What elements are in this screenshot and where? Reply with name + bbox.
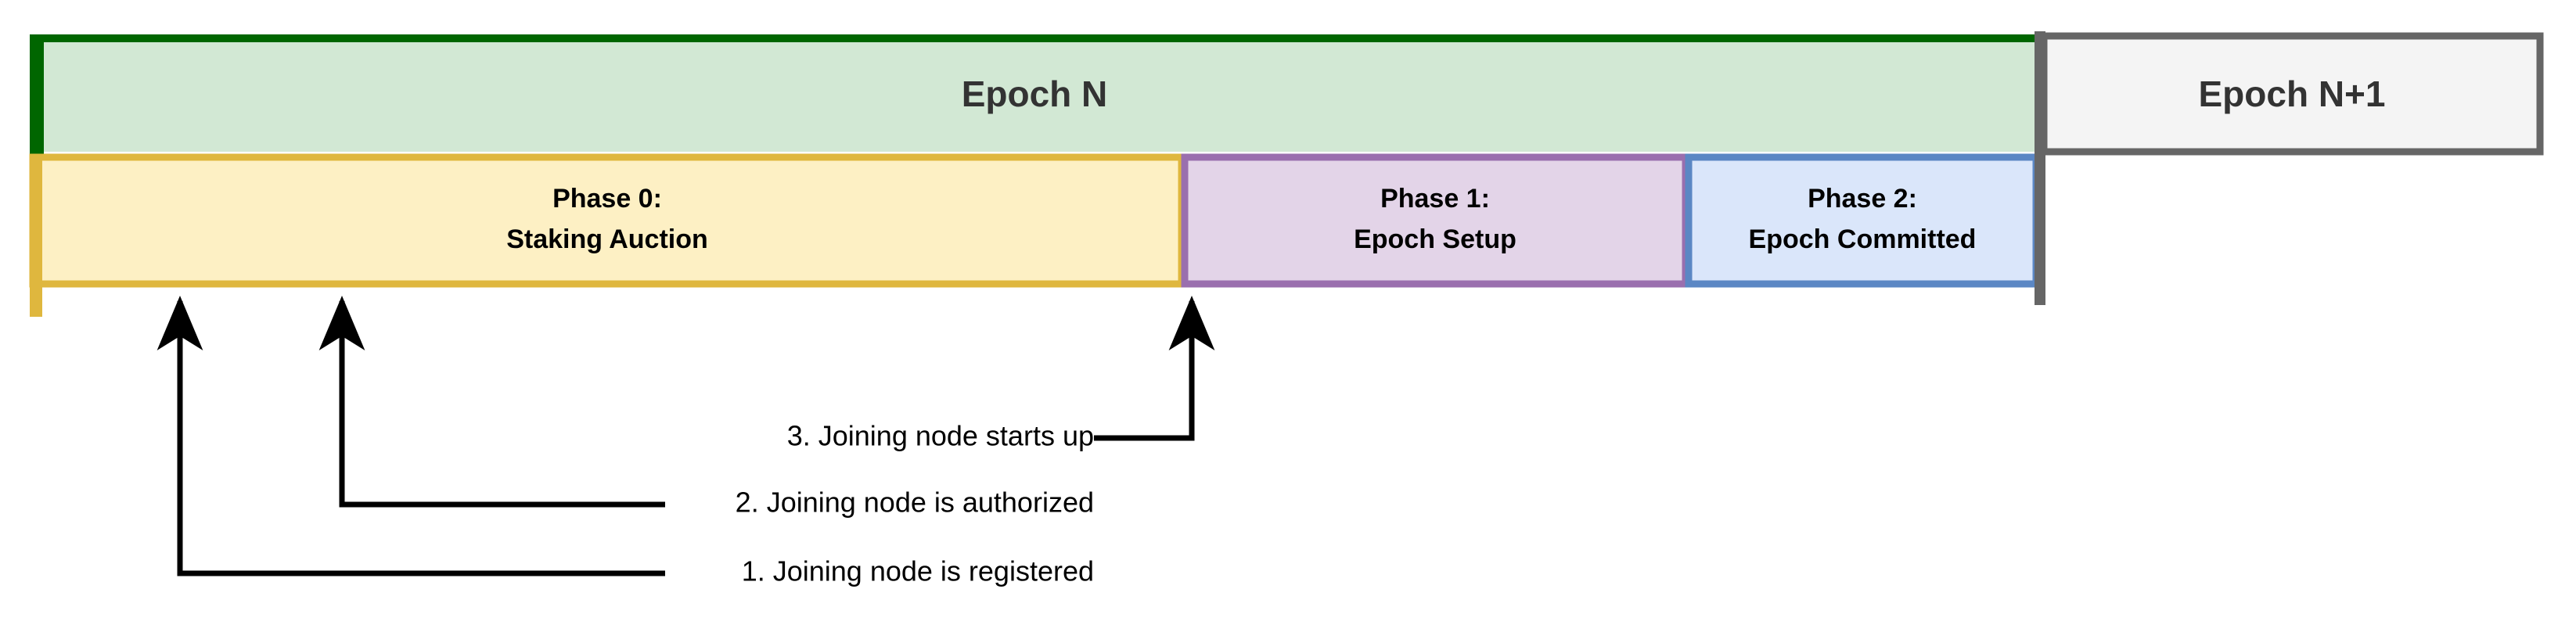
annotation-1-backdrop: [665, 551, 1094, 595]
annotation-2-backdrop: [665, 483, 1094, 526]
phase-1-subtitle: Epoch Setup: [1354, 224, 1516, 254]
epoch-box-n-plus-1: Epoch N+1: [2040, 32, 2544, 156]
epoch-n-label: Epoch N: [962, 74, 1108, 114]
epoch-n-plus-1-label: Epoch N+1: [2198, 74, 2385, 114]
epoch-box-n: Epoch N: [30, 34, 2038, 160]
phase-0-rect: [29, 153, 1185, 288]
epoch-row: Epoch N Epoch N+1: [30, 32, 2544, 160]
phase-0-title: Phase 0:: [552, 184, 662, 214]
phase-box-1: Phase 1: Epoch Setup: [1181, 153, 1689, 288]
phase-2-title: Phase 2:: [1808, 184, 1917, 214]
annotation-3-backdrop: [665, 416, 1094, 460]
epoch-n-top-rule: [30, 34, 2038, 42]
annotation-3-label: 3. Joining node starts up: [787, 420, 1094, 452]
connector-annotation-3: [1088, 296, 1215, 441]
phase-2-subtitle: Epoch Committed: [1749, 224, 1977, 254]
connector-annotation-2: [318, 296, 1088, 508]
phase-1-rect: [1181, 153, 1689, 288]
phase-box-2: Phase 2: Epoch Committed: [1685, 153, 2040, 288]
epoch-n-left-rule: [30, 34, 44, 160]
epoch-n-rect: [33, 36, 2036, 152]
phase-2-rect: [1685, 153, 2040, 288]
annotation-labels: 3. Joining node starts up 2. Joining nod…: [665, 416, 1094, 595]
phase-box-0: Phase 0: Staking Auction: [29, 153, 1185, 317]
phase-0-left-rule: [30, 156, 42, 317]
phase-0-subtitle: Staking Auction: [506, 224, 708, 254]
epoch-boundary-divider: [2035, 31, 2045, 305]
epoch-n-plus-1-rect: [2040, 32, 2544, 156]
annotation-1-label: 1. Joining node is registered: [742, 555, 1094, 587]
annotation-2-label: 2. Joining node is authorized: [736, 487, 1094, 519]
phase-1-title: Phase 1:: [1380, 184, 1490, 214]
phase-row: Phase 0: Staking Auction Phase 1: Epoch …: [29, 153, 2040, 317]
